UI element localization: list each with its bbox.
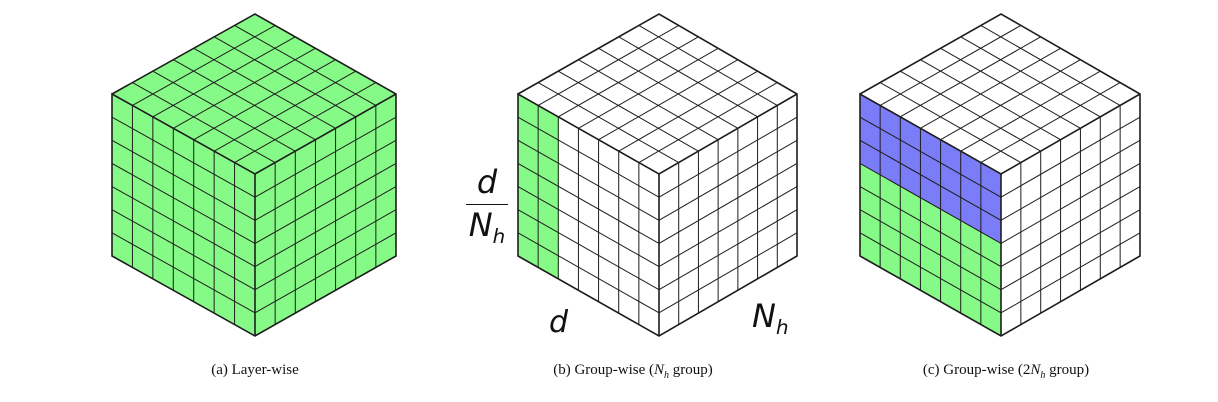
grid-line (658, 162, 798, 244)
grid-line (213, 36, 356, 118)
blue-band (860, 94, 1001, 244)
grid-line (111, 139, 256, 221)
grid-line (254, 162, 397, 244)
grid-line (859, 139, 1002, 221)
grid-line (658, 232, 798, 314)
grid-line (111, 162, 256, 244)
grid-line (111, 232, 256, 314)
grid-line (960, 70, 1101, 152)
grid-line (980, 24, 1121, 106)
grid-line (980, 82, 1121, 164)
grid-line (213, 70, 356, 152)
grid-line (254, 209, 397, 291)
grid-line (558, 70, 699, 152)
grid-line (618, 70, 758, 152)
grid-line (1000, 232, 1141, 314)
edge-label-d: d (549, 305, 569, 340)
grid-line (517, 162, 660, 244)
grid-line (859, 209, 1002, 291)
fraction-bar (466, 204, 508, 205)
grid-line (859, 186, 1002, 268)
grid-line (111, 116, 256, 198)
fraction-label-d-over-nh: d Nh (466, 166, 508, 247)
grid-line (517, 116, 660, 198)
edge-label-nh: Nh (752, 297, 789, 339)
grid-line (658, 116, 798, 198)
grid-line (537, 82, 679, 164)
grid-line (152, 70, 296, 152)
grid-line (658, 186, 798, 268)
grid-line (1000, 139, 1141, 221)
fraction-denominator: Nh (468, 206, 506, 248)
grid-line (598, 47, 739, 129)
grid-line (879, 82, 1022, 164)
caption-c: (c) Group-wise (2Nh group) (922, 362, 1090, 381)
grid-line (517, 139, 660, 221)
grid-line (859, 116, 1002, 198)
grid-line (1000, 209, 1141, 291)
grid-line (558, 36, 699, 118)
grid-line (234, 82, 377, 164)
grid-line (111, 186, 256, 268)
grid-line (920, 59, 1061, 141)
grid-line (879, 24, 1022, 106)
grid-line (132, 24, 276, 106)
cube-group-wise-2nh (859, 13, 1141, 337)
grid-line (132, 82, 276, 164)
grid-line (960, 36, 1101, 118)
grid-line (900, 70, 1041, 152)
grid-line (254, 116, 397, 198)
grid-line (658, 139, 798, 221)
grid-line (940, 59, 1081, 141)
grid-line (638, 82, 778, 164)
grid-line (517, 186, 660, 268)
grid-line (517, 232, 660, 314)
grid-line (578, 59, 719, 141)
grid-line (1000, 186, 1141, 268)
caption-a: (a) Layer-wise (211, 362, 299, 378)
grid-line (900, 36, 1041, 118)
grid-line (859, 162, 1002, 244)
grid-line (859, 232, 1002, 314)
grid-line (1000, 162, 1141, 244)
grid-line (618, 36, 758, 118)
grid-line (254, 232, 397, 314)
grid-line (537, 24, 679, 106)
grid-line (173, 59, 316, 141)
grid-line (1000, 116, 1141, 198)
grid-line (193, 59, 336, 141)
caption-b: (b) Group-wise (Nh group) (553, 362, 713, 381)
grid-line (578, 47, 719, 129)
grid-line (254, 186, 397, 268)
grid-line (173, 47, 316, 129)
grid-line (638, 24, 778, 106)
cube-group-wise-nh (517, 13, 798, 337)
grid-line (658, 209, 798, 291)
cube-layer-wise (111, 13, 397, 337)
grid-line (598, 59, 739, 141)
grid-line (940, 47, 1081, 129)
grid-line (193, 47, 336, 129)
grid-line (234, 24, 377, 106)
grid-line (254, 139, 397, 221)
grid-line (152, 36, 296, 118)
fraction-numerator: d (476, 163, 498, 201)
grid-line (920, 47, 1061, 129)
grid-line (111, 209, 256, 291)
grid-line (517, 209, 660, 291)
